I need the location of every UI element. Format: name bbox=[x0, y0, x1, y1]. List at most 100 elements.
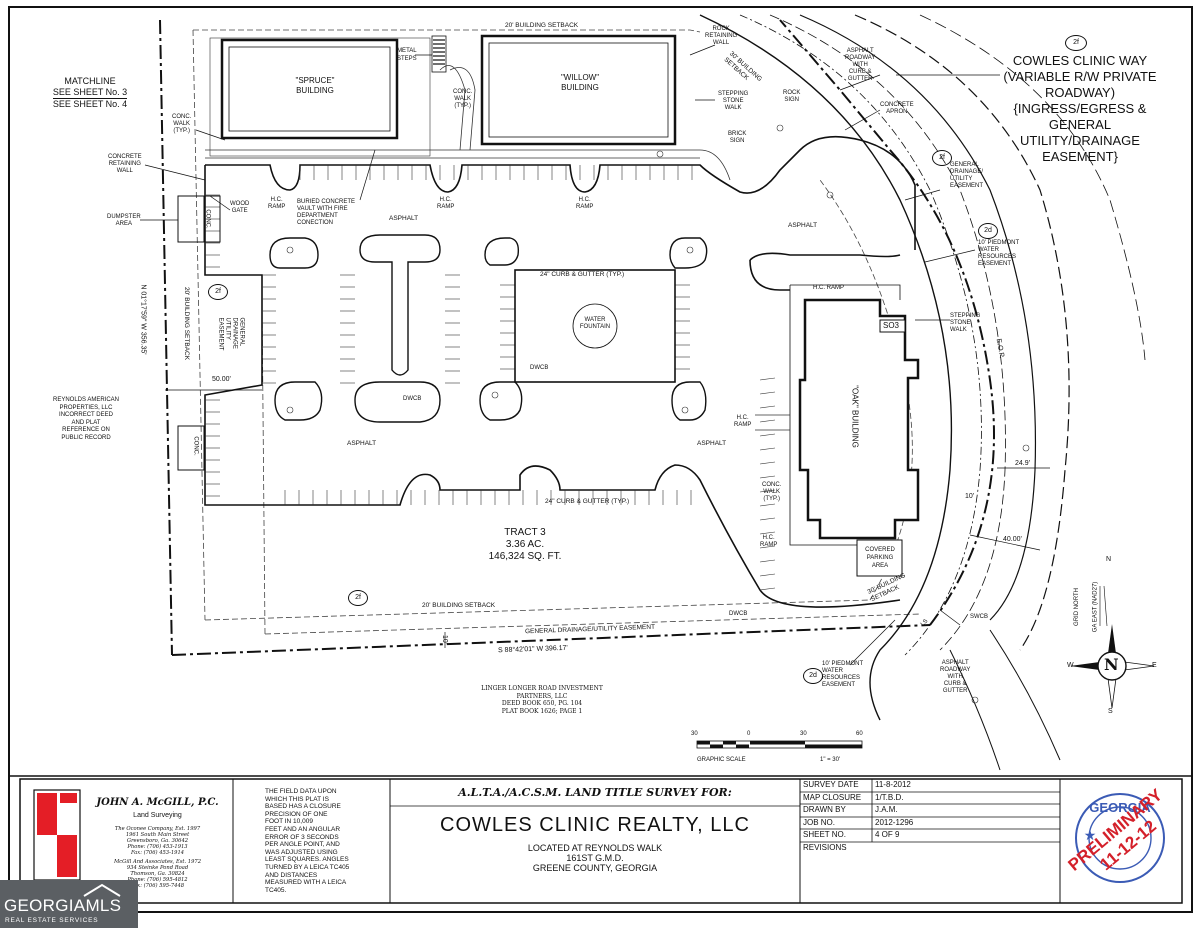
hc-ramp-5: H.C.RAMP bbox=[760, 535, 778, 548]
tag-2f-b: 2f bbox=[208, 284, 228, 300]
dim-40-label: 40.00' bbox=[1003, 536, 1022, 543]
oak-building bbox=[789, 284, 920, 577]
scale-ratio: 1" = 30' bbox=[820, 757, 841, 763]
hc-ramp-1: H.C.RAMP bbox=[268, 197, 286, 210]
compass-center: N bbox=[1104, 655, 1119, 674]
water-fountain-area bbox=[514, 269, 676, 383]
conc-walk-mid-label: CONC.WALK(TYP.) bbox=[453, 89, 473, 109]
parking-island-t bbox=[354, 234, 441, 423]
parking-stall-line bbox=[759, 419, 776, 423]
parking-stall-line bbox=[759, 503, 776, 507]
surveyor-logo bbox=[33, 789, 81, 881]
leader-lines bbox=[140, 44, 1000, 666]
asphalt-label-3: ASPHALT bbox=[347, 440, 377, 447]
curb-gutter-bottom: 24" CURB & GUTTER (TYP.) bbox=[545, 498, 630, 505]
setback-bottom-label: 20' BUILDING SETBACK bbox=[422, 602, 496, 609]
setback-lines bbox=[192, 29, 921, 635]
scale-tick-3: 30 bbox=[800, 731, 807, 737]
conc-walk-oak-label: CONC.WALK(TYP.) bbox=[762, 482, 782, 502]
hc-ramp-4: H.C.RAMP bbox=[734, 415, 752, 428]
scale-tick-4: 60 bbox=[856, 731, 863, 737]
hc-ramp-3: H.C.RAMP bbox=[576, 197, 594, 210]
parking-stall-line bbox=[759, 447, 776, 451]
parking-stall-line bbox=[759, 559, 776, 563]
compass-e: E bbox=[1152, 662, 1157, 669]
scale-tick-2: 0 bbox=[747, 731, 751, 737]
house-roof-icon bbox=[83, 883, 121, 897]
street-title: COWLES CLINIC WAY (VARIABLE R/W PRIVATE … bbox=[1003, 53, 1157, 164]
parking-stall-line bbox=[759, 587, 776, 591]
setback-top-label: 20' BUILDING SETBACK bbox=[505, 22, 579, 29]
surveyor-seal-icon: GEORGIA ★ bbox=[1075, 793, 1165, 883]
conc-small-top: CONC. bbox=[204, 209, 211, 229]
parking-stall-line bbox=[759, 517, 776, 521]
bearing-west-label: N 01°17'59" W 356.35' bbox=[139, 284, 147, 355]
watermark-sub: REAL ESTATE SERVICES bbox=[5, 917, 99, 924]
parking-stall-line bbox=[759, 475, 776, 479]
compass-n: N bbox=[1106, 556, 1112, 563]
parking-stall-line bbox=[759, 489, 776, 493]
firm-name: JOHN A. McGILL, P.C. bbox=[96, 797, 219, 808]
parking-stall-line bbox=[759, 433, 776, 437]
title-block-grid bbox=[19, 778, 1183, 904]
watermark-name: GEORGIAMLS bbox=[4, 896, 122, 915]
so3-label: SO3 bbox=[883, 321, 900, 330]
hc-ramp-inline: H.C. RAMP bbox=[813, 285, 845, 291]
sidewalks bbox=[205, 65, 790, 431]
parking-lot-curb bbox=[204, 135, 916, 608]
asphalt-label-2: ASPHALT bbox=[788, 222, 818, 229]
general-drainage-bottom-label: GENERAL DRAINAGE/UTILITY EASEMENT bbox=[524, 623, 656, 636]
georgiamls-watermark: GEORGIAMLS REAL ESTATE SERVICES bbox=[0, 880, 138, 928]
dim-24-9-label: 24.9' bbox=[1015, 460, 1030, 467]
seal-text: GEORGIA bbox=[1089, 800, 1151, 815]
firm-sub: Land Surveying bbox=[133, 812, 182, 819]
dwcb-label-3: DWCB bbox=[729, 611, 748, 617]
dwcb-label-2: DWCB bbox=[403, 396, 422, 402]
tag-2d-a: 2d bbox=[978, 223, 998, 239]
conc-small-bottom: CONC. bbox=[192, 436, 199, 456]
willow-building bbox=[480, 34, 677, 146]
client-name: COWLES CLINIC REALTY, LLC bbox=[440, 814, 750, 836]
scale-caption: GRAPHIC SCALE bbox=[697, 757, 746, 763]
parking-stall-line bbox=[759, 377, 776, 381]
dim-50-label: 50.00' bbox=[212, 376, 231, 383]
asphalt-label-1: ASPHALT bbox=[389, 215, 419, 222]
ga-east-label: GA EAST (NAD27) bbox=[1092, 581, 1099, 633]
dim-10-label: 10' bbox=[965, 493, 975, 500]
hc-ramp-2: H.C.RAMP bbox=[437, 197, 455, 210]
tag-2f-street: 2f bbox=[1065, 35, 1087, 51]
setback-left-label: 20' BUILDING SETBACK bbox=[183, 286, 191, 361]
parking-stall-line bbox=[759, 531, 776, 535]
parking-stall-line bbox=[759, 405, 776, 409]
compass-w: W bbox=[1067, 662, 1074, 669]
scale-tick-1: 30 bbox=[691, 731, 698, 737]
bearing-south-label: S 88°42'01" W 396.17' bbox=[497, 644, 568, 655]
matchline-note: MATCHLINE SEE SHEET No. 3 SEE SHEET No. … bbox=[52, 76, 128, 109]
graphic-scale-bar bbox=[696, 740, 863, 749]
asphalt-label-4: ASPHALT bbox=[697, 440, 727, 447]
dwcb-label-1: DWCB bbox=[530, 365, 549, 371]
